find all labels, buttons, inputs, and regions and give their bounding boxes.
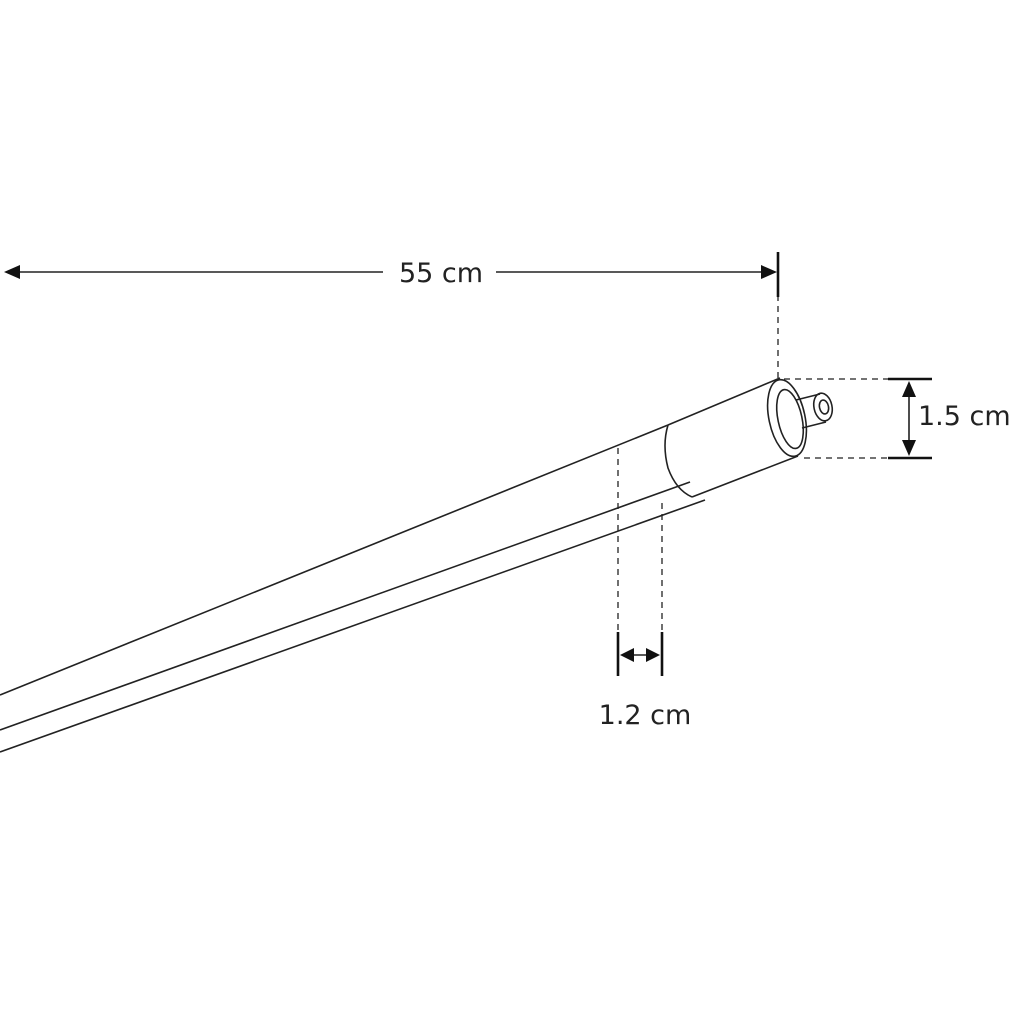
diameter-label: 1.5 cm — [918, 401, 1011, 432]
tube-top-edge — [0, 424, 669, 696]
length-dimension: 55 cm — [4, 252, 780, 378]
width-dimension: 1.2 cm — [599, 448, 692, 731]
tube-inner-edge — [0, 481, 691, 731]
pin-tip-outer — [812, 392, 834, 422]
width-arrow-right — [646, 648, 660, 662]
diameter-arrow-down — [902, 440, 916, 456]
width-label: 1.2 cm — [599, 700, 692, 731]
width-arrow-left — [620, 648, 634, 662]
end-cap-rim — [766, 378, 808, 458]
pin-tip-inner — [818, 399, 830, 415]
length-label: 55 cm — [399, 258, 483, 289]
end-cap — [664, 377, 808, 498]
end-cap-sleeve — [664, 377, 799, 498]
end-cap-face — [775, 388, 805, 450]
diameter-arrow-up — [902, 381, 916, 397]
tube-body — [0, 424, 706, 753]
diameter-dimension: 1.5 cm — [784, 377, 1011, 460]
length-arrow-right — [761, 265, 777, 279]
tube-bottom-edge — [0, 499, 706, 753]
length-arrow-left — [4, 265, 20, 279]
connector-pin — [795, 392, 834, 429]
